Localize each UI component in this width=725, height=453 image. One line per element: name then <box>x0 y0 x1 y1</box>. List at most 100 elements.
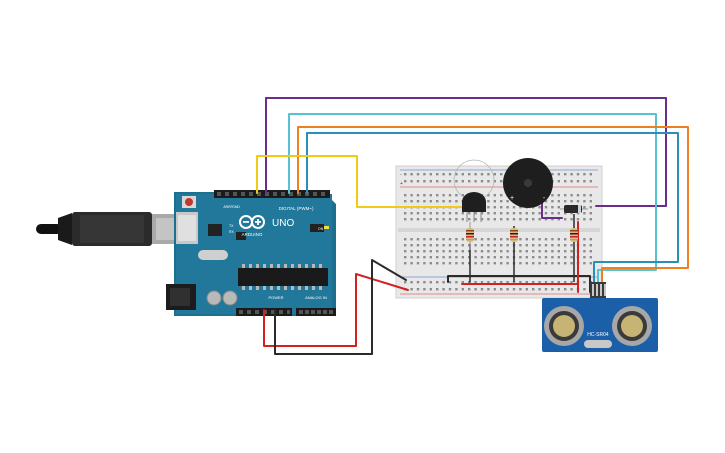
breadboard-hole <box>551 281 554 284</box>
breadboard-hole <box>551 212 554 215</box>
breadboard-hole <box>468 288 471 291</box>
breadboard-hole <box>416 238 420 241</box>
breadboard-hole <box>487 256 490 259</box>
breadboard-hole <box>519 250 522 253</box>
breadboard-hole <box>480 288 484 291</box>
breadboard-hole <box>410 250 413 253</box>
breadboard-hole <box>519 238 522 241</box>
breadboard-hole <box>461 262 464 265</box>
breadboard-hole <box>532 262 535 265</box>
breadboard-hole <box>474 244 477 247</box>
breadboard-hole <box>493 212 496 215</box>
breadboard-hole <box>404 180 407 183</box>
breadboard-hole <box>570 262 573 265</box>
breadboard-hole <box>493 180 496 183</box>
breadboard-hole <box>538 218 541 221</box>
arduino-uno: DIGITAL (PWM~) GND AREF UNO ARDUINO TX R… <box>166 190 336 316</box>
breadboard-hole <box>570 281 573 284</box>
breadboard-hole <box>468 180 471 183</box>
breadboard-hole <box>429 200 432 203</box>
breadboard-hole <box>416 200 420 203</box>
resistor-1 <box>466 222 474 250</box>
breadboard-hole <box>493 194 496 197</box>
breadboard-hole <box>429 256 432 259</box>
breadboard-hole <box>461 238 464 241</box>
breadboard-hole <box>493 200 496 203</box>
breadboard-hole <box>429 244 432 247</box>
breadboard-hole <box>570 256 573 259</box>
breadboard-hole <box>416 173 420 176</box>
breadboard-hole <box>512 212 516 215</box>
breadboard-hole <box>583 212 586 215</box>
breadboard-hole <box>487 250 490 253</box>
breadboard-hole <box>480 212 484 215</box>
breadboard-hole <box>506 256 509 259</box>
breadboard-hole <box>564 256 567 259</box>
breadboard-hole <box>448 200 452 203</box>
breadboard-hole <box>500 288 503 291</box>
breadboard-hole <box>468 250 471 253</box>
breadboard-hole <box>416 256 420 259</box>
breadboard-hole <box>455 218 458 221</box>
breadboard-hole <box>480 218 484 221</box>
breadboard-hole <box>436 200 439 203</box>
breadboard-hole <box>436 238 439 241</box>
breadboard-hole <box>493 218 496 221</box>
breadboard-hole <box>525 212 528 215</box>
breadboard-hole <box>429 288 432 291</box>
breadboard-hole <box>442 281 445 284</box>
arduino-logo <box>239 215 265 229</box>
breadboard-hole <box>570 200 573 203</box>
breadboard-hole <box>564 238 567 241</box>
breadboard-hole <box>423 194 426 197</box>
breadboard-hole <box>442 262 445 265</box>
breadboard-hole <box>493 244 496 247</box>
breadboard-hole <box>583 256 586 259</box>
breadboard-hole <box>404 218 407 221</box>
breadboard-hole <box>544 288 548 291</box>
cyan-wire <box>288 113 657 291</box>
breadboard-hole <box>448 288 452 291</box>
rail-plus-label: + <box>400 181 403 187</box>
breadboard-hole <box>448 244 452 247</box>
breadboard-hole <box>589 180 592 183</box>
breadboard-hole <box>429 218 432 221</box>
breadboard-hole <box>506 200 509 203</box>
breadboard-hole <box>480 281 484 284</box>
breadboard-hole <box>442 212 445 215</box>
breadboard-hole <box>583 218 586 221</box>
breadboard-hole <box>448 262 452 265</box>
breadboard-hole <box>551 173 554 176</box>
breadboard-hole <box>493 238 496 241</box>
breadboard-hole <box>589 206 592 209</box>
breadboard-hole <box>474 262 477 265</box>
breadboard-hole <box>448 238 452 241</box>
purple-wire-buzzer <box>541 202 563 219</box>
breadboard-hole <box>416 212 420 215</box>
breadboard-hole <box>506 262 509 265</box>
breadboard-hole <box>583 238 586 241</box>
breadboard-hole <box>468 244 471 247</box>
breadboard-hole <box>442 256 445 259</box>
breadboard-hole <box>436 262 439 265</box>
usb-cable <box>36 212 182 246</box>
breadboard-hole <box>589 244 592 247</box>
breadboard-hole <box>570 212 573 215</box>
breadboard-hole <box>480 238 484 241</box>
breadboard-hole <box>436 244 439 247</box>
breadboard-hole <box>461 250 464 253</box>
breadboard-hole <box>423 262 426 265</box>
breadboard-hole <box>410 238 413 241</box>
breadboard-hole <box>404 250 407 253</box>
breadboard-hole <box>404 238 407 241</box>
breadboard-hole <box>532 244 535 247</box>
breadboard-hole <box>525 250 528 253</box>
breadboard-hole <box>487 262 490 265</box>
breadboard-hole <box>551 200 554 203</box>
breadboard-hole <box>519 206 522 209</box>
breadboard-hole <box>532 250 535 253</box>
breadboard-hole <box>538 288 541 291</box>
breadboard-hole <box>564 194 567 197</box>
breadboard-hole <box>429 212 432 215</box>
breadboard-hole <box>423 173 426 176</box>
